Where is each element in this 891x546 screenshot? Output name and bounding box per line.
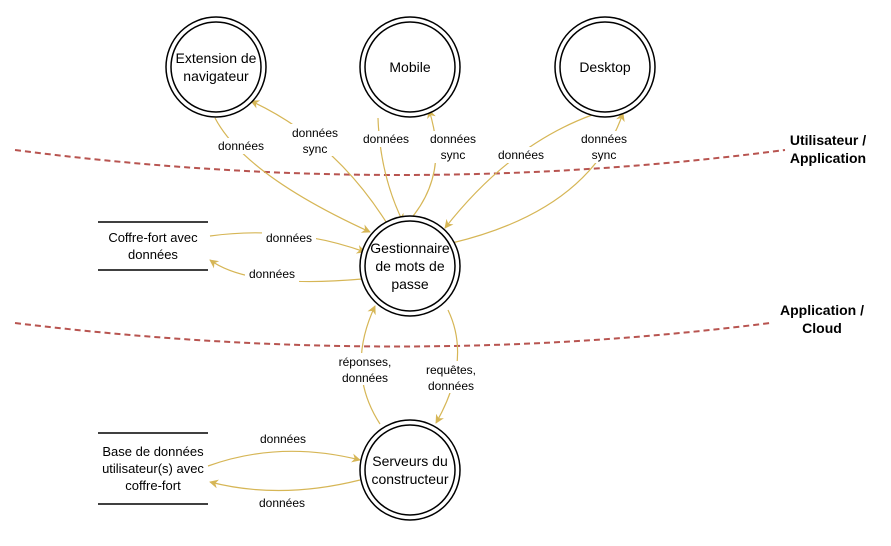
label-manager-to-extension: données sync	[288, 124, 342, 156]
svg-text:sync: sync	[441, 148, 466, 162]
svg-text:données: données	[498, 148, 544, 162]
label-extension-to-manager: données	[214, 138, 268, 154]
label-vault-to-manager: données	[262, 230, 316, 246]
node-password-manager-label: Gestionnaire de mots de passe	[370, 240, 450, 292]
svg-text:données: données	[428, 379, 474, 393]
node-password-manager: Gestionnaire de mots de passe	[359, 215, 461, 317]
flow-manager-to-mobile	[407, 109, 437, 223]
flow-extension-to-manager	[214, 117, 371, 233]
svg-text:données: données	[249, 267, 295, 281]
svg-text:données: données	[292, 126, 338, 140]
node-vendor-servers-label: Serveurs du constructeur	[371, 453, 449, 487]
store-local-vault-label: Coffre-fort avec données	[108, 230, 198, 262]
svg-text:données: données	[342, 371, 388, 385]
node-mobile-label: Mobile	[389, 59, 431, 75]
store-user-database: Base de données utilisateur(s) avec coff…	[98, 432, 208, 505]
node-browser-extension-label: Extension de navigateur	[175, 50, 257, 84]
label-manager-to-desktop: données sync	[577, 131, 631, 163]
svg-text:données: données	[260, 432, 306, 446]
label-manager-to-mobile: données sync	[426, 131, 480, 163]
label-servers-to-database: données	[255, 495, 309, 511]
flow-database-to-servers	[207, 450, 361, 467]
label-mobile-to-manager: données	[359, 131, 413, 147]
label-database-to-servers: données	[256, 431, 310, 447]
flow-mobile-to-manager	[377, 117, 404, 223]
boundary-user-app-label-1: Utilisateur /	[790, 132, 866, 148]
node-desktop-label: Desktop	[579, 59, 631, 75]
node-mobile: Mobile	[359, 16, 461, 118]
node-desktop: Desktop	[554, 16, 656, 118]
svg-text:données: données	[430, 132, 476, 146]
svg-text:sync: sync	[592, 148, 617, 162]
boundary-user-app-label-2: Application	[790, 150, 866, 166]
svg-text:sync: sync	[303, 142, 328, 156]
label-desktop-to-manager: données	[494, 147, 548, 163]
node-vendor-servers: Serveurs du constructeur	[359, 419, 461, 521]
boundary-app-cloud-label-2: Cloud	[802, 320, 842, 336]
label-servers-to-manager: réponses, données	[334, 353, 396, 385]
node-browser-extension: Extension de navigateur	[165, 16, 267, 118]
store-local-vault: Coffre-fort avec données	[98, 221, 208, 271]
svg-text:requêtes,: requêtes,	[426, 363, 476, 377]
svg-text:données: données	[581, 132, 627, 146]
boundary-app-cloud	[14, 322, 771, 348]
store-user-database-label: Base de données utilisateur(s) avec coff…	[102, 444, 204, 493]
flow-servers-to-database	[209, 479, 361, 492]
svg-text:données: données	[218, 139, 264, 153]
boundary-user-app	[14, 149, 786, 176]
svg-text:données: données	[266, 231, 312, 245]
svg-text:données: données	[259, 496, 305, 510]
boundary-app-cloud-label-1: Application /	[780, 302, 864, 318]
svg-text:réponses,: réponses,	[339, 355, 392, 369]
svg-text:données: données	[363, 132, 409, 146]
label-manager-to-servers: requêtes, données	[420, 361, 482, 393]
label-manager-to-vault: données	[245, 266, 299, 282]
